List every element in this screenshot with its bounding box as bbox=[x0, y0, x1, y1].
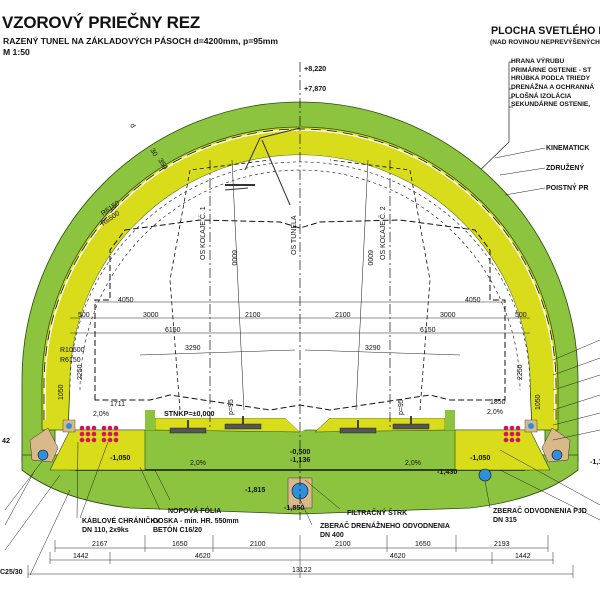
svg-text:p=95: p=95 bbox=[228, 399, 235, 415]
svg-text:350: 350 bbox=[156, 158, 168, 172]
svg-text:2,0%: 2,0% bbox=[190, 460, 206, 467]
svg-text:1050: 1050 bbox=[58, 384, 65, 400]
svg-text:3000: 3000 bbox=[440, 312, 456, 319]
legend-item: DRENÁŽNA A OCHRANNÁ bbox=[511, 84, 595, 92]
dim-bottom: 2193 bbox=[494, 541, 510, 548]
gravel-left bbox=[29, 427, 59, 463]
cable-ducts-callout: KÁBLOVÉ CHRÁNIČKY DN 110, 2x9ks bbox=[82, 518, 161, 534]
svg-text:-1,815: -1,815 bbox=[245, 485, 265, 494]
top-of-rail-level: STNKP=±0,000 bbox=[164, 409, 215, 418]
drain-pipe-left bbox=[37, 449, 49, 461]
elev-top-inner: +7,870 bbox=[304, 84, 326, 93]
dim-bottom: 1442 bbox=[515, 553, 531, 560]
dim-total: 13122 bbox=[292, 567, 312, 574]
legend-item: HRÚBKA PODĽA TRIEDY bbox=[511, 75, 591, 83]
svg-text:-0,500: -0,500 bbox=[290, 447, 310, 456]
dim-bottom: 2100 bbox=[335, 541, 351, 548]
clearance-gauge bbox=[94, 219, 506, 411]
svg-text:1850: 1850 bbox=[490, 399, 506, 406]
svg-text:R6150: R6150 bbox=[60, 357, 81, 364]
svg-text:2,0%: 2,0% bbox=[93, 411, 109, 418]
svg-text:6000: 6000 bbox=[230, 250, 237, 266]
drainage-collector-callout: ZBERAČ DRENÁŽNEHO ODVODNENIA DN 400 bbox=[320, 523, 450, 539]
svg-text:-1,050: -1,050 bbox=[110, 453, 130, 462]
dim-bottom: 2100 bbox=[250, 541, 266, 548]
drawing-subtitle: RAZENÝ TUNEL NA ZÁKLADOVÝCH PÁSOCH d=420… bbox=[3, 36, 279, 46]
dim-bottom: 1442 bbox=[73, 553, 89, 560]
svg-text:OS KOĽAJE Č. 1: OS KOĽAJE Č. 1 bbox=[198, 206, 207, 260]
svg-text:1050: 1050 bbox=[535, 394, 542, 410]
svg-text:p=95: p=95 bbox=[398, 399, 405, 415]
legend-item: PLOŠNÁ IZOLÁCIA bbox=[511, 92, 572, 100]
svg-text:-1,050: -1,050 bbox=[470, 453, 490, 462]
dim-bottom: 1650 bbox=[415, 541, 431, 548]
slab-callout: DOSKA - min. HR. 550mm BETÓN C16/20 bbox=[153, 518, 239, 534]
svg-text:6000: 6000 bbox=[366, 250, 373, 266]
svg-text:6150: 6150 bbox=[420, 327, 436, 334]
kinematic-gauge-label: KINEMATICK bbox=[546, 145, 590, 152]
catenary-support bbox=[224, 127, 301, 206]
svg-text:500: 500 bbox=[78, 312, 90, 319]
svg-text:4050: 4050 bbox=[118, 297, 134, 304]
cable-ducts-right bbox=[503, 425, 521, 443]
svg-text:42: 42 bbox=[2, 436, 10, 445]
svg-text:-1,1: -1,1 bbox=[590, 457, 600, 466]
concrete-class-callout: C25/30 bbox=[0, 569, 23, 576]
dim-bottom: 2167 bbox=[92, 541, 108, 548]
svg-text:2250: 2250 bbox=[517, 364, 524, 380]
legend-item: SEKUNDÁRNE OSTENIE, bbox=[511, 101, 591, 109]
svg-text:2100: 2100 bbox=[245, 312, 261, 319]
dim-bottom: 4620 bbox=[195, 553, 211, 560]
gravel-right bbox=[541, 427, 571, 463]
cable-ducts-left bbox=[79, 425, 119, 443]
svg-text:OS TUNELA: OS TUNELA bbox=[291, 215, 298, 255]
svg-text:3000: 3000 bbox=[143, 312, 159, 319]
svg-text:OS KOĽAJE Č. 2: OS KOĽAJE Č. 2 bbox=[378, 206, 387, 260]
svg-text:-1,850: -1,850 bbox=[284, 503, 304, 512]
svg-text:d: d bbox=[128, 123, 136, 130]
drawing-scale: M 1:50 bbox=[3, 47, 30, 57]
svg-text:-1,430: -1,430 bbox=[437, 467, 457, 476]
clearance-area-title: PLOCHA SVETLÉHO PRIE bbox=[491, 25, 600, 37]
dim-bottom: 1650 bbox=[172, 541, 188, 548]
svg-text:2,0%: 2,0% bbox=[405, 460, 421, 467]
svg-text:500: 500 bbox=[515, 312, 527, 319]
legend-item: PRIMÁRNE OSTENIE - ST bbox=[511, 66, 592, 74]
legend-item: HRANA VÝRUBU bbox=[511, 58, 565, 65]
svg-text:30: 30 bbox=[148, 148, 158, 158]
svg-text:3290: 3290 bbox=[185, 345, 201, 352]
svg-text:R10500: R10500 bbox=[60, 347, 85, 354]
svg-text:4050: 4050 bbox=[465, 297, 481, 304]
drain-pipe-right bbox=[551, 449, 563, 461]
layer-legend: HRANA VÝRUBU PRIMÁRNE OSTENIE - ST HRÚBK… bbox=[511, 58, 594, 110]
clearance-area-subtitle: (NAD ROVINOU NEPREVÝŠENÝCH bbox=[490, 39, 600, 46]
safety-space-label: POISTNÝ PR bbox=[546, 185, 589, 192]
elev-top-outer: +8,220 bbox=[304, 64, 326, 73]
dimple-membrane-callout: NOPOVÁ FÓLIA bbox=[168, 508, 222, 515]
svg-text:6150: 6150 bbox=[165, 327, 181, 334]
svg-text:1711: 1711 bbox=[110, 401, 125, 408]
drawing-title: VZOROVÝ PRIEČNY REZ bbox=[2, 13, 201, 32]
filter-gravel-callout: FILTRAČNÝ ŠTRK bbox=[347, 510, 408, 517]
svg-text:2100: 2100 bbox=[335, 312, 351, 319]
svg-text:2250: 2250 bbox=[77, 364, 84, 380]
svg-text:-1,136: -1,136 bbox=[290, 455, 310, 464]
svg-text:2,0%: 2,0% bbox=[487, 409, 503, 416]
pjd-collector-callout: ZBERAČ ODVODNENIA PJD DN 315 bbox=[493, 508, 587, 524]
dim-bottom: 4620 bbox=[390, 553, 406, 560]
svg-text:3290: 3290 bbox=[365, 345, 381, 352]
pjd-collector-dn315 bbox=[478, 468, 492, 482]
combined-gauge-label: ZDRUŽENÝ bbox=[546, 165, 585, 172]
